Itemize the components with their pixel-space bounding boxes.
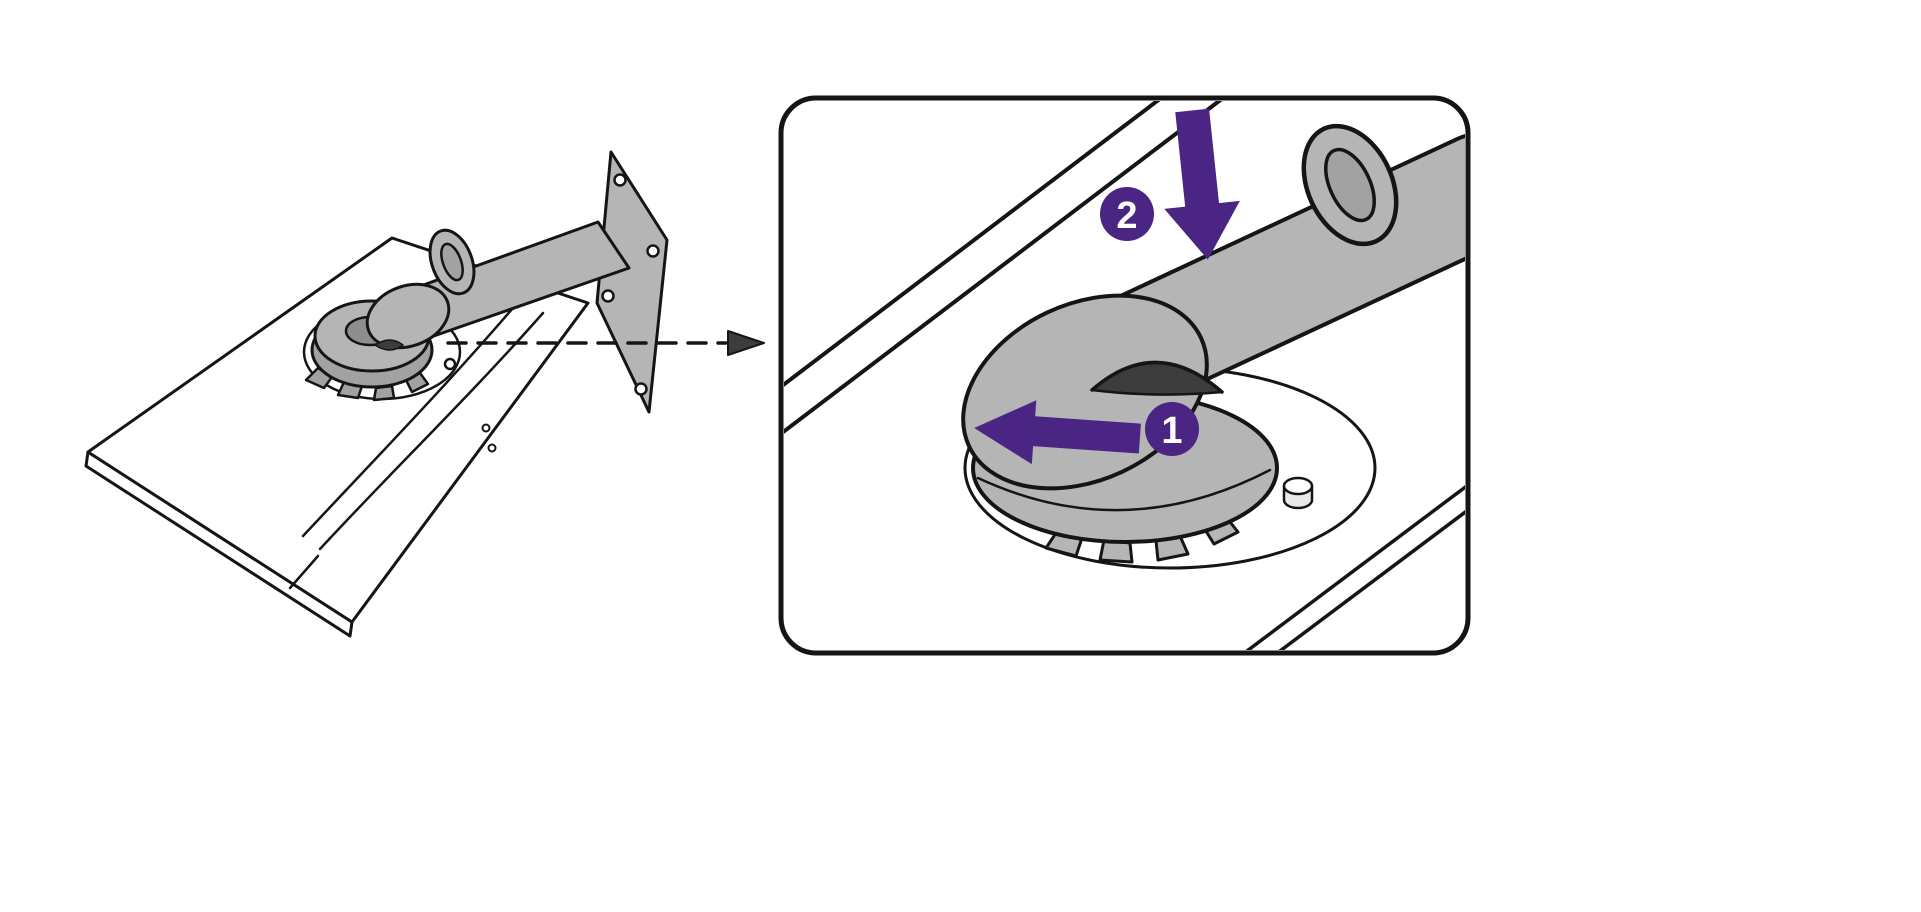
vesa-screw-hole bbox=[613, 173, 627, 187]
disc-seam-line bbox=[976, 468, 1272, 512]
hinge-slot-shadow bbox=[374, 339, 404, 351]
step-2-badge-label: 2 bbox=[1116, 195, 1137, 237]
connector-arrowhead bbox=[727, 330, 765, 356]
panel-accent-line bbox=[288, 554, 320, 590]
monitor-edge-line bbox=[784, 101, 1229, 444]
stand-vesa-plate bbox=[595, 150, 669, 414]
cable-ring-hole bbox=[440, 242, 464, 282]
pivot-slot-edge bbox=[1090, 360, 1224, 394]
monitor-edge-line bbox=[784, 101, 1167, 397]
step-1-badge-label: 1 bbox=[1161, 410, 1182, 452]
screw-hole bbox=[487, 443, 497, 453]
surface-accent-line bbox=[1266, 505, 1465, 650]
stand-pivot-lobe bbox=[365, 282, 451, 350]
locating-peg-top bbox=[1282, 476, 1314, 496]
left-arrow-shaft bbox=[1031, 416, 1141, 454]
monitor-with-stand-illustration bbox=[84, 150, 669, 638]
step-1-left-arrow bbox=[974, 400, 1141, 465]
step-annotations: 2 1 bbox=[974, 108, 1240, 465]
step-1-badge bbox=[1145, 402, 1199, 456]
vesa-screw-hole bbox=[601, 289, 615, 303]
panel-accent-line bbox=[301, 299, 521, 538]
left-arrow-head bbox=[974, 400, 1037, 465]
callout-border bbox=[778, 95, 1471, 656]
step-2-badge bbox=[1100, 187, 1154, 241]
step-2-down-arrow bbox=[1164, 108, 1240, 260]
surface-accent-line bbox=[1233, 480, 1465, 650]
down-arrow-shaft bbox=[1175, 108, 1220, 210]
vesa-screw-hole bbox=[634, 382, 648, 396]
callout-content: 2 1 bbox=[784, 101, 1465, 650]
vesa-screw-hole bbox=[646, 244, 660, 258]
screw-hole bbox=[481, 423, 491, 433]
zoom-connector-arrow bbox=[446, 330, 765, 356]
down-arrow-head bbox=[1164, 200, 1240, 260]
screw-hole bbox=[443, 357, 457, 371]
detail-callout-box: 2 1 bbox=[778, 95, 1471, 656]
panel-accent-line bbox=[318, 311, 545, 551]
cable-ring-hole-detail bbox=[1324, 147, 1376, 223]
